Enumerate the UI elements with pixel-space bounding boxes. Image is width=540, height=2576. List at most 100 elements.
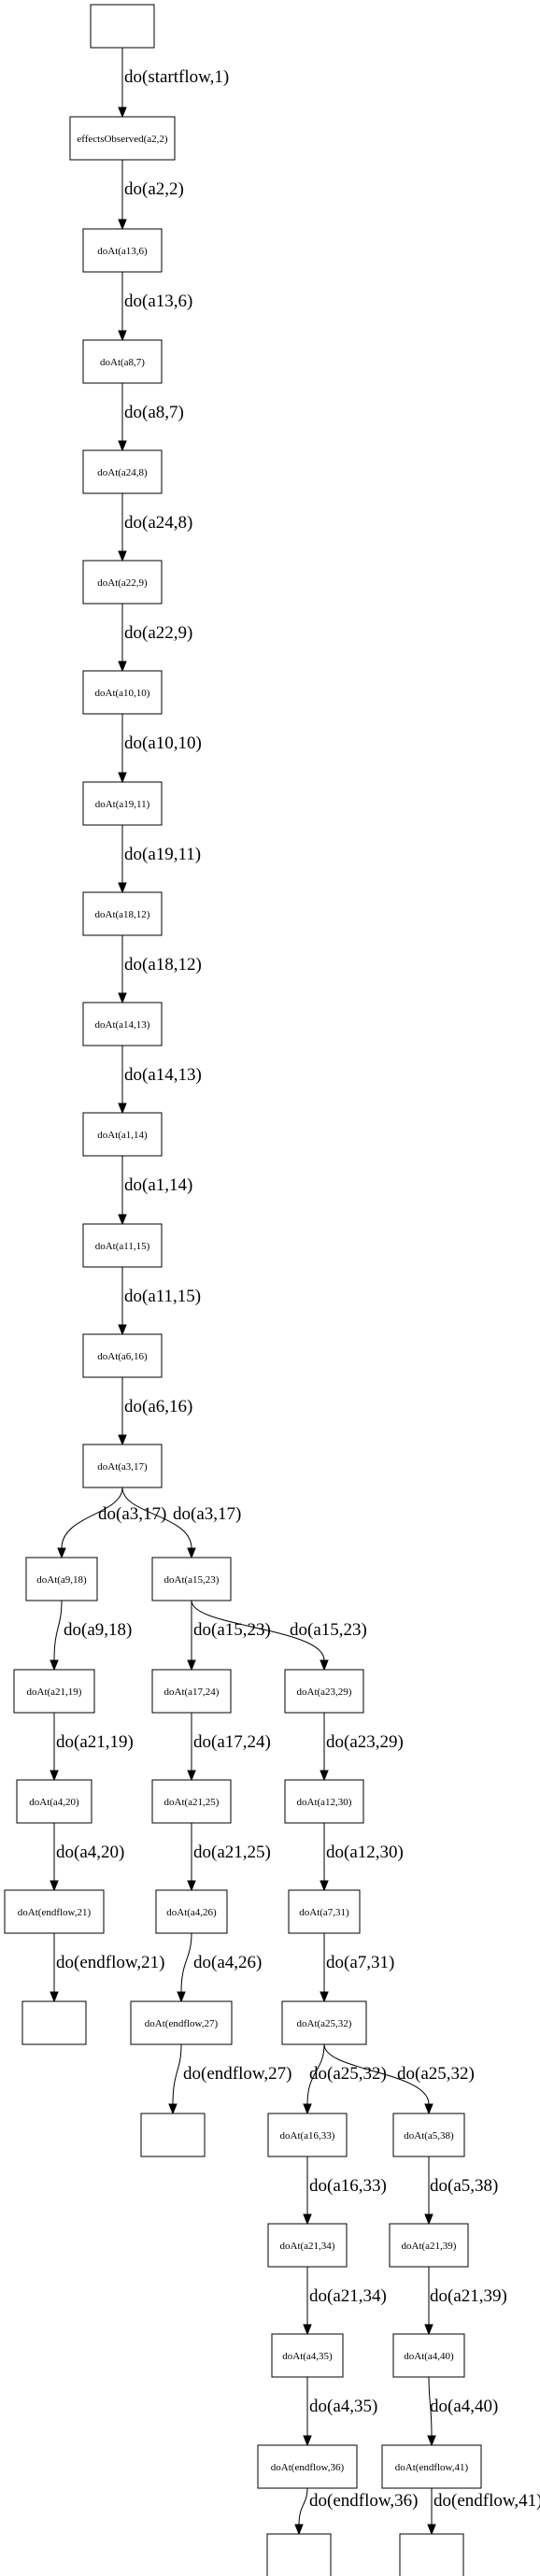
state-node: doAt(a21,25): [151, 1779, 232, 1824]
edge: do(endflow,41): [427, 2488, 540, 2536]
state-node: doAt(a25,32): [281, 2000, 367, 2045]
edge: do(a3,17): [121, 1487, 241, 1559]
state-node: effectsObserved(a2,2): [69, 116, 176, 161]
arrowhead: [168, 2103, 178, 2115]
edge: do(a10,10): [118, 714, 202, 784]
arrowhead: [303, 2213, 312, 2226]
edge: do(endflow,27): [168, 2043, 291, 2115]
edge: do(a15,23): [187, 1601, 271, 1672]
node-box: [82, 1223, 163, 1268]
edge-label: do(a19,11): [124, 845, 201, 864]
edge-label: do(endflow,41): [433, 2491, 540, 2511]
node-box: [21, 2000, 87, 2045]
edge-label: do(a15,23): [193, 1620, 271, 1640]
node-box: [392, 2113, 465, 2157]
edge-label: do(a23,29): [326, 1732, 404, 1752]
edge: do(startflow,1): [118, 48, 229, 119]
node-label: effectsObserved(a2,2): [77, 134, 168, 145]
node-label: doAt(a21,39): [402, 2241, 457, 2252]
edge: do(a21,19): [50, 1713, 134, 1782]
edge-label: do(a12,30): [326, 1843, 404, 1862]
node-label: doAt(a23,29): [297, 1686, 352, 1698]
arrowhead: [294, 2524, 304, 2536]
node-label: doAt(a1,14): [97, 1130, 148, 1141]
edge-label: do(a5,38): [430, 2176, 498, 2196]
node-label: doAt(a24,8): [97, 467, 148, 478]
node-box: [13, 1669, 95, 1714]
edge: do(a4,26): [177, 1932, 262, 2003]
arrowhead: [50, 1770, 59, 1782]
state-node: doAt(a14,13): [82, 1002, 163, 1046]
edge: do(a18,12): [118, 935, 202, 1004]
arrowhead: [177, 1991, 186, 2003]
edge-label: do(endflow,36): [309, 2491, 418, 2511]
terminal-node: [21, 2000, 87, 2045]
node-label: doAt(a21,25): [164, 1797, 220, 1808]
arrowhead: [118, 440, 127, 452]
node-label: doAt(a10,10): [95, 688, 150, 699]
edge: do(a4,20): [50, 1823, 124, 1892]
node-label: doAt(endflow,21): [18, 1907, 92, 1918]
edge-label: do(a2,2): [124, 179, 184, 199]
state-node: doAt(a5,38): [392, 2113, 465, 2157]
edge: do(a13,6): [118, 272, 192, 342]
node-label: doAt(a18,12): [95, 909, 150, 920]
node-label: doAt(endflow,27): [145, 2018, 219, 2029]
edge-label: do(a13,6): [124, 292, 192, 311]
edge: do(a1,14): [118, 1156, 192, 1226]
arrowhead: [303, 2103, 312, 2115]
edge-label: do(a16,33): [309, 2176, 387, 2196]
edge-line: [191, 1600, 325, 1661]
state-node: doAt(a24,8): [82, 449, 163, 494]
state-node: doAt(endflow,21): [4, 1889, 105, 1934]
edge: do(a21,25): [187, 1823, 271, 1892]
edge-label: do(a3,17): [98, 1504, 166, 1524]
edge-line: [61, 1487, 123, 1549]
state-node: doAt(a4,20): [16, 1779, 92, 1824]
arrowhead: [118, 661, 127, 673]
node-box: [271, 2333, 344, 2378]
edge-label: do(a21,25): [193, 1843, 271, 1862]
state-node: doAt(a6,16): [82, 1333, 163, 1378]
edge: do(a17,24): [187, 1713, 271, 1782]
node-box: [151, 1557, 232, 1601]
edge: do(a22,9): [118, 604, 192, 673]
edge: do(a21,34): [303, 2267, 387, 2336]
state-node: doAt(endflow,27): [130, 2000, 233, 2045]
arrowhead: [427, 2435, 436, 2447]
node-label: doAt(a4,26): [166, 1907, 217, 1918]
node-label: doAt(a21,34): [280, 2241, 335, 2252]
arrowhead: [50, 1880, 59, 1892]
node-label: doAt(a9,18): [36, 1574, 87, 1586]
node-box: [82, 1002, 163, 1046]
node-box: [82, 449, 163, 494]
node-label: doAt(a15,23): [164, 1574, 220, 1586]
node-label: doAt(a25,32): [297, 2018, 352, 2029]
edge: do(a19,11): [118, 825, 201, 894]
node-box: [257, 2444, 358, 2489]
edge-label: do(a11,15): [124, 1287, 201, 1306]
node-box: [82, 1112, 163, 1157]
edge: do(a21,39): [424, 2267, 507, 2336]
node-label: doAt(a12,30): [297, 1797, 352, 1808]
node-box: [389, 2223, 469, 2268]
state-node: doAt(a1,14): [82, 1112, 163, 1157]
state-node: doAt(a3,17): [82, 1444, 163, 1488]
arrowhead: [57, 1547, 66, 1559]
edge-label: do(a4,40): [430, 2397, 498, 2416]
state-node: doAt(a15,23): [151, 1557, 232, 1601]
edge-line: [180, 1932, 192, 1993]
edge-line: [323, 2043, 430, 2105]
node-box: [82, 781, 163, 826]
arrowhead: [118, 107, 127, 119]
edges: do(startflow,1)do(a2,2)do(a13,6)do(a8,7)…: [50, 48, 540, 2536]
terminal-node: [90, 4, 155, 49]
node-box: [399, 2533, 464, 2576]
arrowhead: [424, 2103, 433, 2115]
node-label: doAt(a17,24): [164, 1686, 220, 1698]
node-label: doAt(a4,40): [404, 2351, 454, 2362]
edge-label: do(a4,20): [56, 1843, 124, 1862]
edge-label: do(a21,19): [56, 1732, 134, 1752]
node-label: doAt(endflow,36): [271, 2462, 345, 2473]
